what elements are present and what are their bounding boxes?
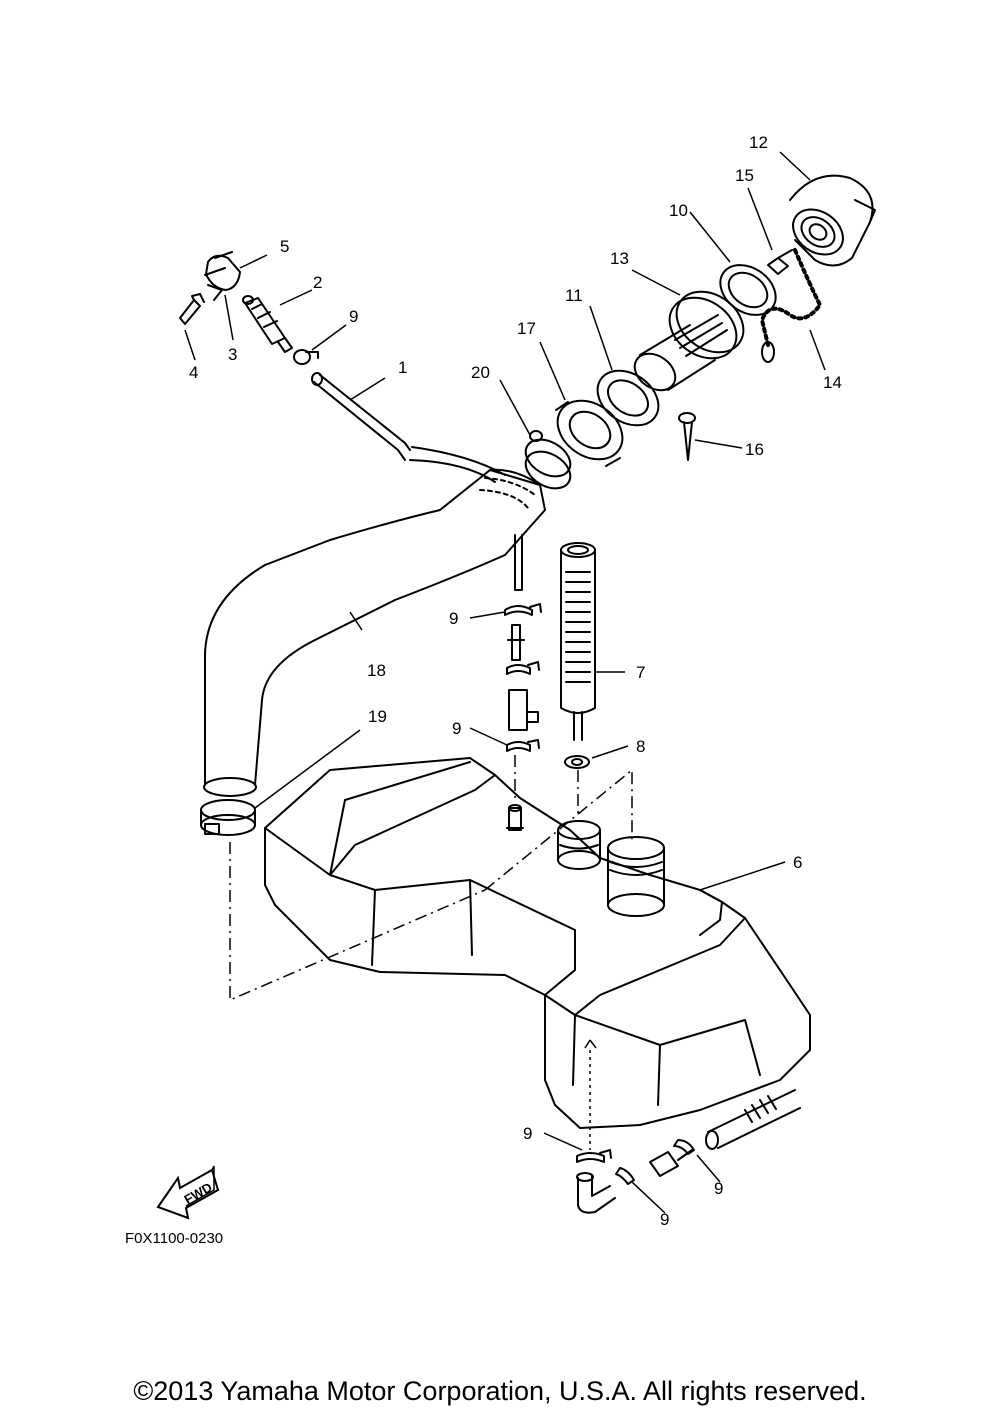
- callout-20: 20: [471, 363, 490, 382]
- callout-16: 16: [745, 440, 764, 459]
- copyright-notice: ©2013 Yamaha Motor Corporation, U.S.A. A…: [133, 1376, 867, 1406]
- forward-direction-arrow: FWD: [156, 1165, 220, 1220]
- fuel-strainer: [560, 542, 596, 741]
- callout-5: 5: [280, 237, 289, 256]
- callout-6: 6: [793, 853, 802, 872]
- callout-1: 1: [398, 358, 407, 377]
- callout-13: 13: [610, 249, 629, 268]
- callout-9: 9: [523, 1124, 532, 1143]
- gasket-11: [596, 369, 660, 427]
- breather-hose: [311, 372, 523, 591]
- callout-9: 9: [349, 307, 358, 326]
- callout-11: 11: [565, 286, 583, 305]
- callout-3: 3: [228, 345, 237, 364]
- tank-pickup-neck: [557, 820, 601, 870]
- callout-9: 9: [660, 1210, 669, 1229]
- filler-hose: [203, 468, 546, 797]
- callout-14: 14: [823, 373, 842, 392]
- callout-12: 12: [749, 133, 768, 152]
- hose-clamp-9-upper: [293, 349, 319, 365]
- rivet: [678, 412, 696, 461]
- callout-7: 7: [636, 663, 645, 682]
- callout-18: 18: [367, 661, 386, 680]
- filler-nut: [555, 399, 624, 467]
- callout-19: 19: [368, 707, 387, 726]
- tank-filler-neck: [607, 836, 665, 917]
- pin: [179, 293, 205, 325]
- hose-clamp-9-bottom: [576, 1139, 695, 1185]
- vent-connector-chain: [504, 603, 542, 752]
- callout-17: 17: [517, 319, 536, 338]
- packing-ring-10: [719, 264, 777, 316]
- outlet-hose: [705, 1089, 801, 1150]
- hose-band-20: [524, 430, 572, 490]
- grommet: [564, 755, 590, 769]
- diagram-code: F0X1100-0230: [125, 1230, 223, 1247]
- callout-15: 15: [735, 166, 754, 185]
- hose-clamp-19: [200, 799, 256, 836]
- screw: [767, 249, 793, 275]
- callout-9: 9: [714, 1179, 723, 1198]
- drain-elbow: [576, 1172, 616, 1214]
- check-valve-fitting: [242, 295, 293, 353]
- cap-chain: [760, 248, 822, 363]
- callout-10: 10: [669, 201, 688, 220]
- filler-neck-13: [633, 290, 745, 392]
- callout-4: 4: [189, 363, 198, 382]
- tank-vent-nipple: [506, 804, 524, 831]
- callout-2: 2: [313, 273, 322, 292]
- fuel-tank: [264, 757, 811, 1129]
- callout-9: 9: [452, 719, 461, 738]
- holder-clip: [204, 251, 241, 301]
- filler-cap: [789, 174, 876, 267]
- callout-9: 9: [449, 609, 458, 628]
- callout-8: 8: [636, 737, 645, 756]
